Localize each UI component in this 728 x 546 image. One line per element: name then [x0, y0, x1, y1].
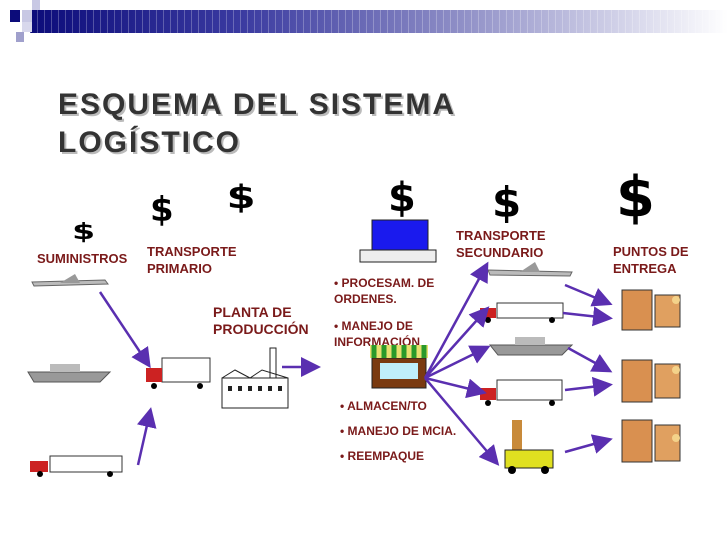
- computer-icon: [359, 219, 437, 263]
- bullet-text: ALMACEN/TO: [347, 399, 427, 413]
- bullet-text: REEMPAQUE: [347, 449, 424, 463]
- bullet-almacen: • ALMACEN/TO: [340, 399, 427, 413]
- bullet-procesam: • PROCESAM. DE ORDENES.: [334, 276, 435, 306]
- delivery-worker-icon: [621, 419, 681, 463]
- dollar-icon: $: [72, 220, 96, 245]
- bullet-manejo-info: • MANEJO DE INFORMACIÓN: [334, 319, 420, 349]
- ship-icon: [27, 364, 112, 383]
- truck-icon: [146, 357, 211, 389]
- flow-arrows: [98, 261, 613, 466]
- decor-square: [10, 10, 20, 22]
- slide-title: ESQUEMA DEL SISTEMA LOGÍSTICO: [58, 86, 456, 162]
- title-line-1: ESQUEMA DEL SISTEMA: [58, 88, 457, 121]
- bullet-reempaque: • REEMPAQUE: [340, 449, 424, 463]
- label-line: TRANSPORTE: [147, 244, 237, 259]
- label-line: PRIMARIO: [147, 261, 212, 276]
- label-suministros: SUMINISTROS: [37, 251, 128, 266]
- label-line: PUNTOS DE: [613, 244, 689, 259]
- delivery-worker-icon: [621, 359, 681, 403]
- forklift-icon: [504, 420, 554, 474]
- delivery-worker-icon: [621, 289, 681, 331]
- decor-square: [22, 22, 32, 32]
- decor-square: [22, 10, 32, 22]
- decor-square: [16, 32, 24, 42]
- bullet-text: PROCESAM. DE ORDENES.: [334, 276, 435, 306]
- airplane-icon: [31, 274, 109, 287]
- dollar-icon: $: [388, 175, 416, 221]
- factory-icon: [221, 347, 289, 409]
- decor-square: [32, 0, 40, 10]
- dollar-icon: $: [226, 178, 256, 216]
- title-line-2: LOGÍSTICO: [58, 126, 241, 159]
- airplane-icon: [487, 262, 573, 277]
- truck-icon: [480, 302, 564, 323]
- label-line: SECUNDARIO: [456, 245, 544, 260]
- label-line: PLANTA DE: [213, 304, 292, 320]
- header-gradient-bar: [30, 10, 728, 33]
- dollar-icon: $: [150, 190, 174, 230]
- bullet-text: MANEJO DE MCIA.: [347, 424, 457, 438]
- label-line: PRODUCCIÓN: [213, 321, 309, 337]
- bullet-manejo-mcia: • MANEJO DE MCIA.: [340, 424, 457, 438]
- store-icon: [370, 345, 428, 389]
- label-line: ENTREGA: [613, 261, 677, 276]
- bullet-text: MANEJO DE INFORMACIÓN: [334, 319, 420, 349]
- truck-icon: [480, 379, 563, 406]
- label-transporte-primario: TRANSPORTE PRIMARIO: [147, 243, 237, 277]
- truck-icon: [30, 455, 123, 477]
- dollar-icon: $: [492, 178, 522, 227]
- label-puntos-entrega: PUNTOS DE ENTREGA: [613, 243, 689, 277]
- label-transporte-secundario: TRANSPORTE SECUNDARIO: [456, 227, 546, 261]
- label-line: TRANSPORTE: [456, 228, 546, 243]
- ship-icon: [488, 337, 574, 356]
- dollar-icon: $: [616, 165, 655, 230]
